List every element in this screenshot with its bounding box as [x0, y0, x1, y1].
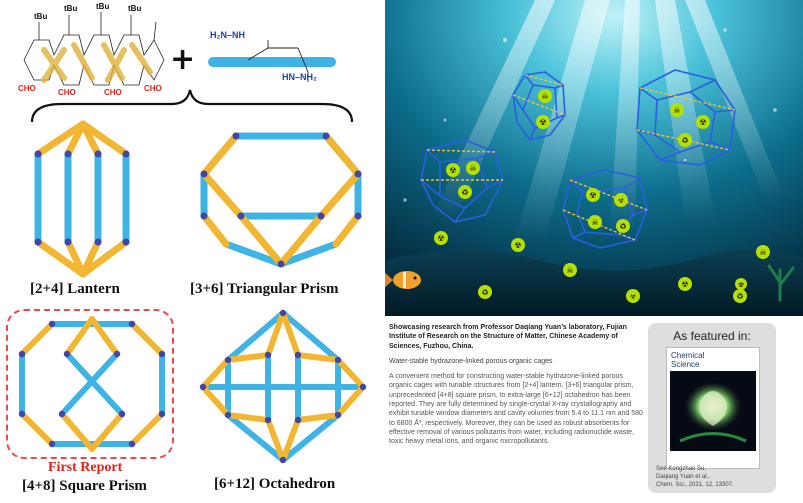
tbu-label-3: tBu: [96, 2, 110, 11]
svg-text:☢: ☢: [589, 191, 596, 200]
triangular-prism-cage-model: [200, 132, 362, 268]
journal-title-line1: Chemical: [671, 351, 705, 360]
svg-text:☢: ☢: [437, 234, 444, 243]
triangular-prism-label: [3+6] Triangular Prism: [190, 281, 339, 297]
cho-label-3: CHO: [104, 88, 122, 97]
svg-text:☠: ☠: [469, 164, 476, 173]
lantern-cage-model: [34, 120, 130, 278]
svg-text:☢: ☢: [738, 281, 744, 289]
svg-text:☢: ☢: [539, 118, 546, 127]
curly-brace: [30, 89, 354, 123]
featured-citation: See Kongzhao Su, Daqiang Yuan et al., Ch…: [656, 465, 774, 489]
cover-art-panel: ☠ ☢ ☢ ☠ ♻ ☠ ☢ ♻ ☢ ☣ ☠ ♻ ☢ ☢ ☠ ♻ ☣ ☢ ♻ ☠: [385, 0, 803, 503]
svg-text:☣: ☣: [617, 196, 625, 205]
article-heading: Showcasing research from Professor Daqia…: [389, 324, 627, 350]
svg-text:☠: ☠: [591, 218, 598, 227]
cage-schematic-panel: tBu tBu tBu tBu CHO CHO CHO CHO + H₂N–NH…: [0, 0, 385, 503]
hydrazide-bottom-label: HN–NH₂: [282, 72, 318, 82]
svg-text:♻: ♻: [619, 222, 626, 231]
svg-text:☢: ☢: [514, 241, 521, 250]
underwater-illustration: ☠ ☢ ☢ ☠ ♻ ☠ ☢ ♻ ☢ ☣ ☠ ♻ ☢ ☢ ☠ ♻ ☣ ☢ ♻ ☠: [385, 0, 803, 316]
journal-title-line2: Science: [671, 360, 700, 369]
cage-cluster-2: [420, 139, 504, 223]
fish-icon: [385, 271, 421, 289]
svg-text:☠: ☠: [759, 248, 766, 257]
first-report-note: First Report: [48, 460, 123, 475]
aldehyde-macrocycle-structure: [23, 12, 165, 86]
svg-text:☠: ☠: [541, 92, 548, 101]
svg-text:♻: ♻: [461, 188, 468, 197]
plus-sign: +: [170, 42, 196, 77]
journal-cover: Chemical Science: [666, 347, 760, 469]
lantern-label: [2+4] Lantern: [30, 281, 120, 297]
article-summary: Showcasing research from Professor Daqia…: [389, 323, 644, 447]
svg-text:☠: ☠: [673, 106, 680, 115]
dihydrazide-linker-structure: [208, 40, 336, 82]
svg-text:♻: ♻: [681, 136, 688, 145]
featured-in-box: As featured in: Chemical Science: [648, 323, 776, 493]
square-prism-label: [4+8] Square Prism: [22, 478, 147, 494]
tbu-label-4: tBu: [128, 4, 142, 13]
cover-image: [670, 371, 756, 451]
cho-label-2: CHO: [58, 88, 76, 97]
pollutant-icons: ☠ ☢ ☢ ☠ ♻ ☠ ☢ ♻ ☢ ☣ ☠ ♻ ☢ ☢ ☠ ♻ ☣ ☢ ♻ ☠: [434, 89, 770, 303]
first-report-highlight-box: [6, 309, 174, 459]
svg-text:♻: ♻: [736, 292, 743, 301]
citation-line2: Daqiang Yuan et al.,: [656, 474, 710, 480]
svg-text:☠: ☠: [566, 266, 573, 275]
svg-text:☢: ☢: [681, 280, 688, 289]
citation-line1: See Kongzhao Su,: [656, 466, 707, 472]
octahedron-cage-model: [199, 309, 367, 464]
tbu-label-1: tBu: [34, 12, 48, 21]
svg-text:☣: ☣: [629, 292, 637, 301]
journal-title: Chemical Science: [671, 351, 704, 369]
article-subtitle: Water-stable hydrazone-linked porous org…: [389, 357, 553, 365]
svg-text:☢: ☢: [449, 166, 456, 175]
tbu-label-2: tBu: [64, 4, 78, 13]
citation-line3: Chem. Sci., 2021, 12, 13307.: [656, 482, 734, 488]
article-description: A convenient method for constructing wat…: [389, 373, 643, 446]
square-prism-cage-model: [18, 316, 166, 452]
svg-text:☢: ☢: [699, 118, 706, 127]
svg-text:♻: ♻: [481, 288, 488, 297]
cho-label-1: CHO: [18, 84, 36, 93]
hydrazide-top-label: H₂N–NH: [210, 30, 246, 40]
featured-heading: As featured in:: [673, 329, 751, 343]
cho-label-4: CHO: [144, 84, 162, 93]
octahedron-label: [6+12] Octahedron: [214, 476, 336, 492]
